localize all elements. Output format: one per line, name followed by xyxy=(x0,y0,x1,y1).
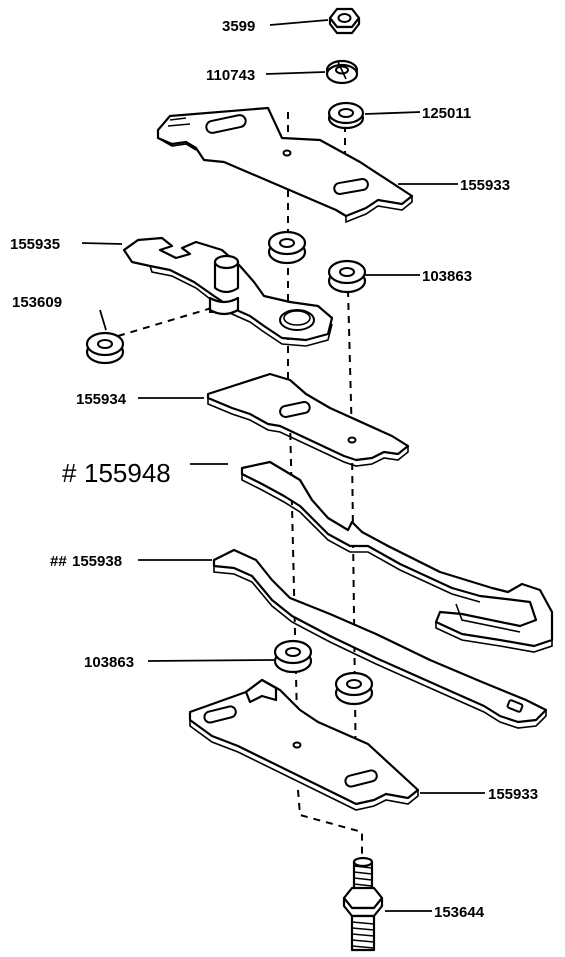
upper-spring-part xyxy=(240,460,554,653)
label-plate-top: 155933 xyxy=(460,177,510,194)
lower-spring-part xyxy=(212,548,548,729)
lower-spacer-right-part xyxy=(334,671,374,706)
small-washer-part xyxy=(85,331,125,365)
hex-nut-part xyxy=(328,7,361,35)
part-number-labels: 3599 110743 125011 155933 155935 103863 … xyxy=(10,18,538,921)
threaded-stud-part xyxy=(342,856,384,952)
flat-washer-part xyxy=(327,101,365,130)
label-washer-top: 125011 xyxy=(422,105,471,122)
label-lever-arm: 155935 xyxy=(10,236,60,253)
upper-spacer-right-part xyxy=(327,259,367,294)
label-plate-middle: 155934 xyxy=(76,391,127,408)
label-stud: 153644 xyxy=(434,904,485,921)
lock-washer-part xyxy=(325,59,359,85)
upper-spacer-left-part xyxy=(267,230,307,265)
lever-arm-part xyxy=(122,236,334,347)
top-plate-part xyxy=(156,106,414,224)
label-spring-upper: 155948 xyxy=(84,458,171,488)
label-spacer-upper: 103863 xyxy=(422,268,472,285)
lower-spacer-left-part xyxy=(273,639,313,674)
middle-plate-part xyxy=(206,372,410,467)
label-plate-bottom: 155933 xyxy=(488,786,538,803)
label-spring-upper-mark: # xyxy=(62,458,77,488)
label-small-washer: 153609 xyxy=(12,294,62,311)
label-spacer-lower: 103863 xyxy=(84,654,134,671)
label-lock-washer: 110743 xyxy=(206,67,255,84)
label-spring-lower: 155938 xyxy=(72,553,122,570)
leader-lines xyxy=(81,19,485,912)
bottom-plate-part xyxy=(188,678,420,811)
label-spring-lower-mark: ## xyxy=(50,553,67,570)
label-nut: 3599 xyxy=(222,18,255,35)
